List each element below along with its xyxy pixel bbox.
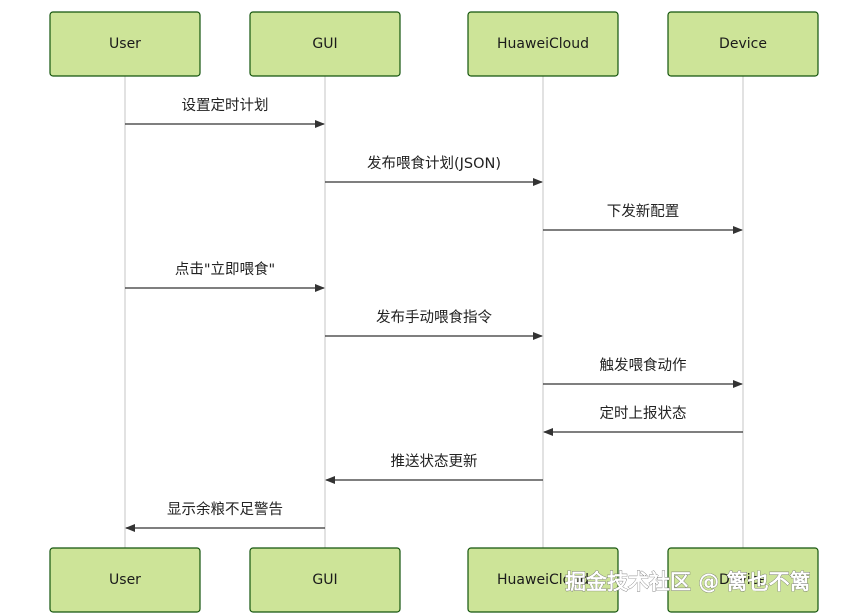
- lifelines: [124, 76, 744, 548]
- actor-device-bottom: Device: [667, 547, 819, 613]
- watermark-text: 掘金技术社区 @ 篱也不篱: [565, 570, 811, 594]
- actor-label: HuaweiCloud: [497, 572, 589, 588]
- message-label: 定时上报状态: [600, 405, 687, 422]
- actor-gui-bottom: GUI: [249, 547, 401, 613]
- actor-box: [467, 547, 619, 613]
- actor-box: [249, 547, 401, 613]
- actor-user-top: User: [49, 11, 201, 77]
- actor-cloud-top: HuaweiCloud: [467, 11, 619, 77]
- actor-label: HuaweiCloud: [497, 36, 589, 52]
- actor-label: GUI: [312, 36, 337, 52]
- actor-label: Device: [719, 36, 767, 52]
- message-6: 触发喂食动作: [543, 357, 743, 388]
- message-4: 点击"立即喂食": [125, 261, 325, 292]
- message-label: 显示余粮不足警告: [167, 500, 283, 518]
- actor-box: [249, 11, 401, 77]
- actors-top: User GUI HuaweiCloud Device: [49, 11, 819, 77]
- actor-label: Device: [719, 572, 767, 588]
- actor-box: [667, 547, 819, 613]
- message-label: 发布手动喂食指令: [376, 309, 492, 326]
- message-label: 设置定时计划: [182, 97, 269, 114]
- message-label: 发布喂食计划(JSON): [367, 155, 501, 172]
- actor-box: [667, 11, 819, 77]
- message-7: 定时上报状态: [543, 405, 743, 436]
- actor-gui-top: GUI: [249, 11, 401, 77]
- message-9: 显示余粮不足警告: [125, 500, 325, 532]
- actor-device-top: Device: [667, 11, 819, 77]
- actors-bottom: User GUI HuaweiCloud Device: [49, 547, 819, 613]
- message-5: 发布手动喂食指令: [325, 309, 543, 340]
- message-1: 设置定时计划: [125, 97, 325, 128]
- actor-label: User: [109, 36, 141, 52]
- message-2: 发布喂食计划(JSON): [325, 155, 543, 186]
- message-label: 下发新配置: [607, 203, 680, 220]
- message-label: 推送状态更新: [391, 453, 478, 470]
- watermark: 掘金技术社区 @ 篱也不篱: [565, 570, 811, 595]
- actor-box: [49, 547, 201, 613]
- actor-box: [49, 11, 201, 77]
- actor-box: [467, 11, 619, 77]
- actor-cloud-bottom: HuaweiCloud: [467, 547, 619, 613]
- message-label: 点击"立即喂食": [175, 261, 275, 278]
- message-3: 下发新配置: [543, 203, 743, 234]
- message-label: 触发喂食动作: [600, 357, 687, 374]
- message-8: 推送状态更新: [325, 453, 543, 484]
- actor-label: GUI: [312, 572, 337, 588]
- actor-label: User: [109, 572, 141, 588]
- actor-user-bottom: User: [49, 547, 201, 613]
